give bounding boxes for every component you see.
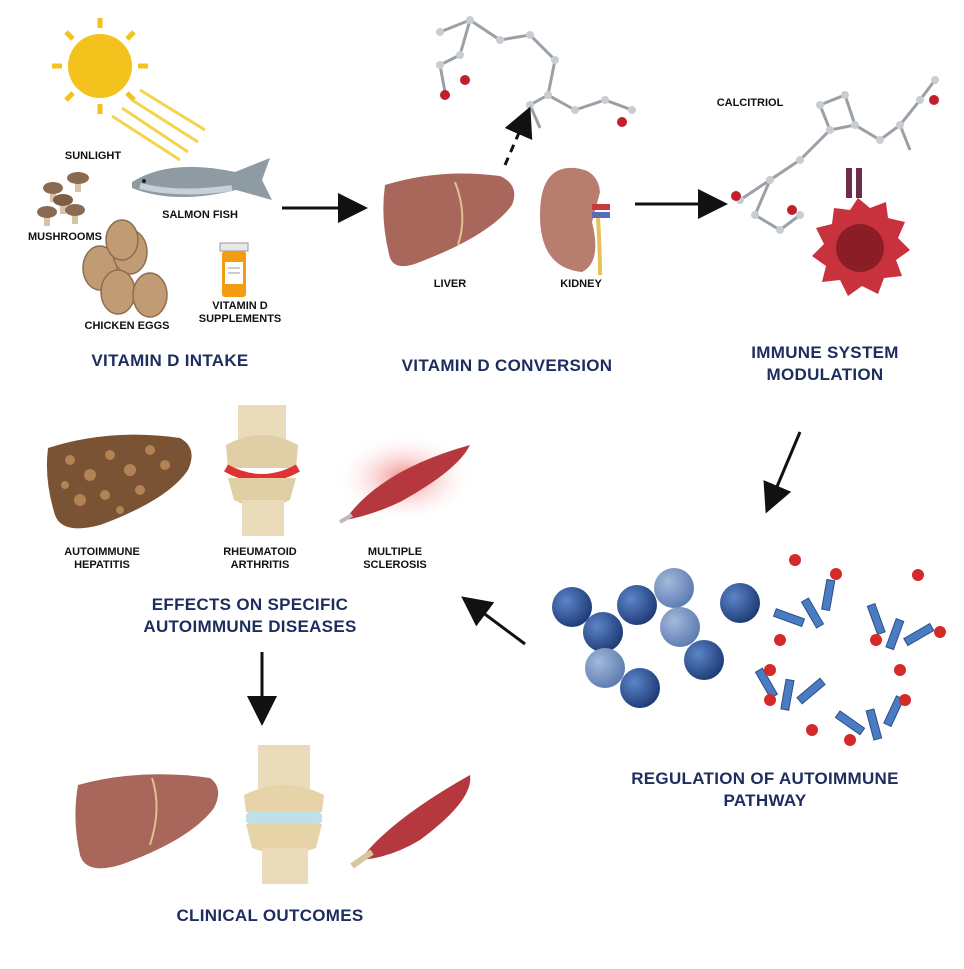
mushrooms-icon [37,172,89,226]
label-liver: LIVER [433,278,467,290]
heading-immune-system-modulation: IMMUNE SYSTEM MODULATION [751,343,899,384]
molecule-vitamin-d-icon [436,16,636,129]
eggs-icon [82,219,168,318]
heading-clinical-outcomes: CLINICAL OUTCOMES [176,906,364,925]
heading-vitamin-d-conversion: VITAMIN D CONVERSION [401,356,613,375]
diseased-liver-icon [46,434,192,529]
label-salmon: SALMON FISH [162,209,238,221]
label-calcitriol: CALCITRIOL [716,97,784,109]
label-kidney: KIDNEY [560,278,602,290]
label-supplements: VITAMIN D SUPPLEMENTS [198,300,282,325]
label-sunlight: SUNLIGHT [64,150,122,162]
healthy-joint-icon [244,745,324,884]
receptor-icon [846,168,862,198]
healthy-muscle-icon [350,775,471,869]
label-mushrooms: MUSHROOMS [28,231,102,243]
label-rheumatoid-arthritis: RHEUMATOID ARTHRITIS [223,546,297,571]
inflamed-muscle-icon [335,433,475,524]
heading-effects-on-diseases: EFFECTS ON SPECIFIC AUTOIMMUNE DISEASES [143,595,357,636]
heading-regulation-of-autoimmune-pathway: REGULATION OF AUTOIMMUNE PATHWAY [631,769,899,810]
kidney-icon [540,167,610,276]
flow-arrows [247,106,802,726]
liver-icon [383,173,515,267]
supplement-bottle-icon [219,242,249,297]
healthy-liver-icon [75,774,219,869]
sun-icon [52,18,206,162]
immune-cell-icon [812,198,910,296]
immune-cells-cluster-icon [552,568,760,708]
label-eggs: CHICKEN EGGS [84,320,170,332]
inflamed-joint-icon [224,405,300,536]
salmon-icon [132,158,272,200]
label-multiple-sclerosis: MULTIPLE SCLEROSIS [363,546,427,571]
arrow-immune-to-regulation [763,431,802,514]
calcitriol-molecule-icon [731,76,939,234]
arrow-regulation-to-effects [461,596,526,646]
antigen-icon [764,554,946,746]
heading-vitamin-d-intake: VITAMIN D INTAKE [91,351,249,370]
arrow-liver-to-molecule [503,106,533,166]
antibodies-icon [754,578,935,741]
label-autoimmune-hepatitis: AUTOIMMUNE HEPATITIS [64,546,140,571]
